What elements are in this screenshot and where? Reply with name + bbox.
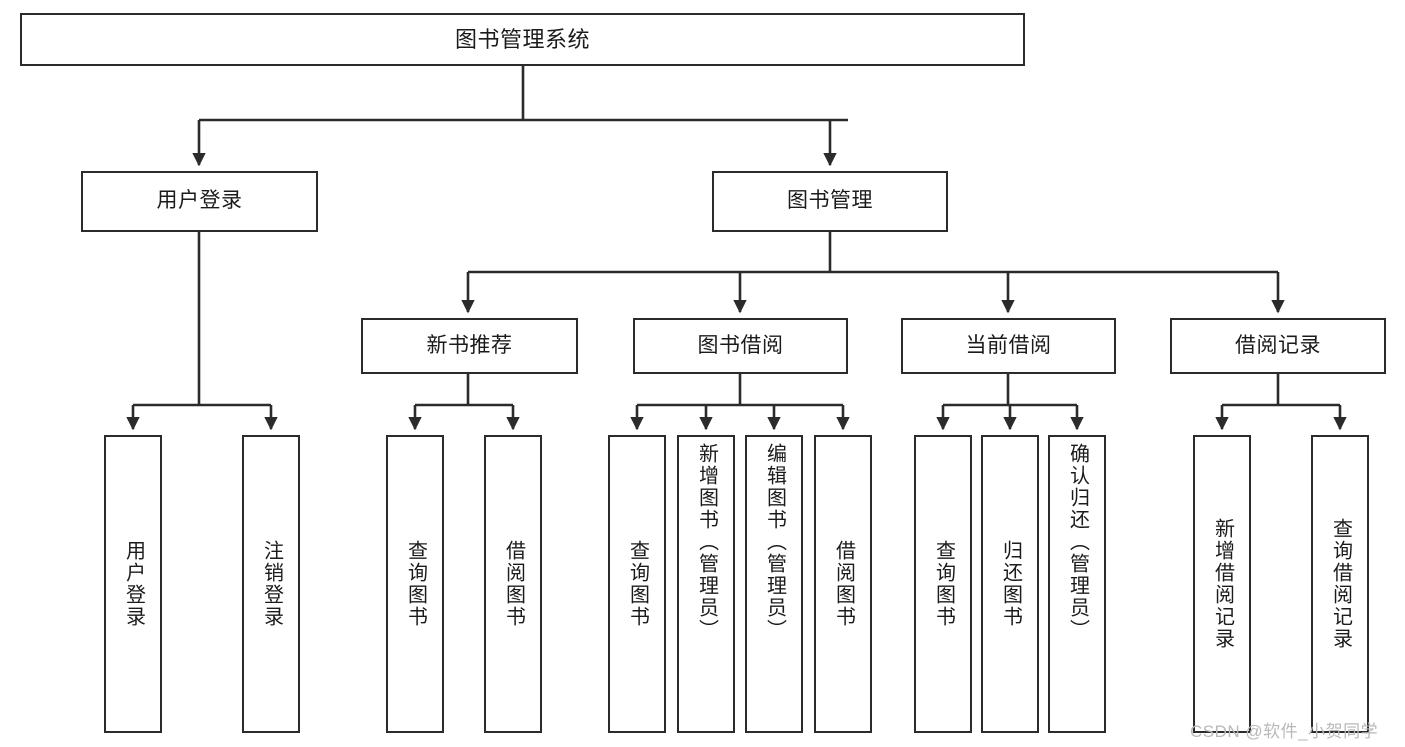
- node-leaf-query-record-label: 查询借阅记录: [1329, 518, 1352, 650]
- node-current-borrow-label: 当前借阅: [965, 333, 1052, 357]
- node-leaf-borrow-book-1[interactable]: 借阅图书: [484, 435, 542, 733]
- node-leaf-user-logout[interactable]: 注销登录: [242, 435, 300, 733]
- node-user-login[interactable]: 用户登录: [81, 171, 318, 232]
- node-leaf-edit-book[interactable]: 编辑图书（管理员）: [745, 435, 803, 733]
- node-leaf-add-book-label: 新增图书（管理员）: [695, 443, 718, 641]
- node-leaf-borrow-book-2[interactable]: 借阅图书: [814, 435, 872, 733]
- node-leaf-query-record[interactable]: 查询借阅记录: [1311, 435, 1369, 733]
- node-leaf-query-book-2[interactable]: 查询图书: [608, 435, 666, 733]
- node-leaf-user-logout-label: 注销登录: [260, 540, 283, 628]
- node-leaf-query-book-3[interactable]: 查询图书: [914, 435, 972, 733]
- node-new-book-recommend[interactable]: 新书推荐: [361, 318, 578, 374]
- node-leaf-edit-book-label: 编辑图书（管理员）: [763, 443, 786, 641]
- node-root[interactable]: 图书管理系统: [20, 13, 1025, 66]
- node-book-manage-label: 图书管理: [787, 189, 873, 213]
- node-leaf-return-book-label: 归还图书: [999, 540, 1022, 628]
- node-book-manage[interactable]: 图书管理: [712, 171, 948, 232]
- node-leaf-add-record[interactable]: 新增借阅记录: [1193, 435, 1251, 733]
- node-leaf-user-login-label: 用户登录: [122, 540, 145, 628]
- node-leaf-borrow-book-1-label: 借阅图书: [502, 540, 525, 628]
- node-borrow-record[interactable]: 借阅记录: [1170, 318, 1386, 374]
- node-root-label: 图书管理系统: [454, 26, 590, 52]
- node-leaf-query-book-3-label: 查询图书: [932, 540, 955, 628]
- node-book-borrow-label: 图书借阅: [697, 333, 784, 357]
- node-borrow-record-label: 借阅记录: [1235, 333, 1321, 357]
- node-current-borrow[interactable]: 当前借阅: [901, 318, 1116, 374]
- node-new-book-recommend-label: 新书推荐: [426, 333, 513, 357]
- node-leaf-query-book-1-label: 查询图书: [404, 540, 427, 628]
- node-leaf-confirm-return[interactable]: 确认归还（管理员）: [1048, 435, 1106, 733]
- node-leaf-confirm-return-label: 确认归还（管理员）: [1066, 443, 1089, 641]
- node-leaf-add-record-label: 新增借阅记录: [1211, 518, 1234, 650]
- csdn-watermark: CSDN @软件_小贺同学: [1190, 722, 1379, 741]
- node-book-borrow[interactable]: 图书借阅: [633, 318, 848, 374]
- node-leaf-query-book-1[interactable]: 查询图书: [386, 435, 444, 733]
- node-leaf-query-book-2-label: 查询图书: [626, 540, 649, 628]
- node-leaf-return-book[interactable]: 归还图书: [981, 435, 1039, 733]
- node-leaf-add-book[interactable]: 新增图书（管理员）: [677, 435, 735, 733]
- node-leaf-user-login[interactable]: 用户登录: [104, 435, 162, 733]
- node-leaf-borrow-book-2-label: 借阅图书: [832, 540, 855, 628]
- node-user-login-label: 用户登录: [156, 189, 243, 213]
